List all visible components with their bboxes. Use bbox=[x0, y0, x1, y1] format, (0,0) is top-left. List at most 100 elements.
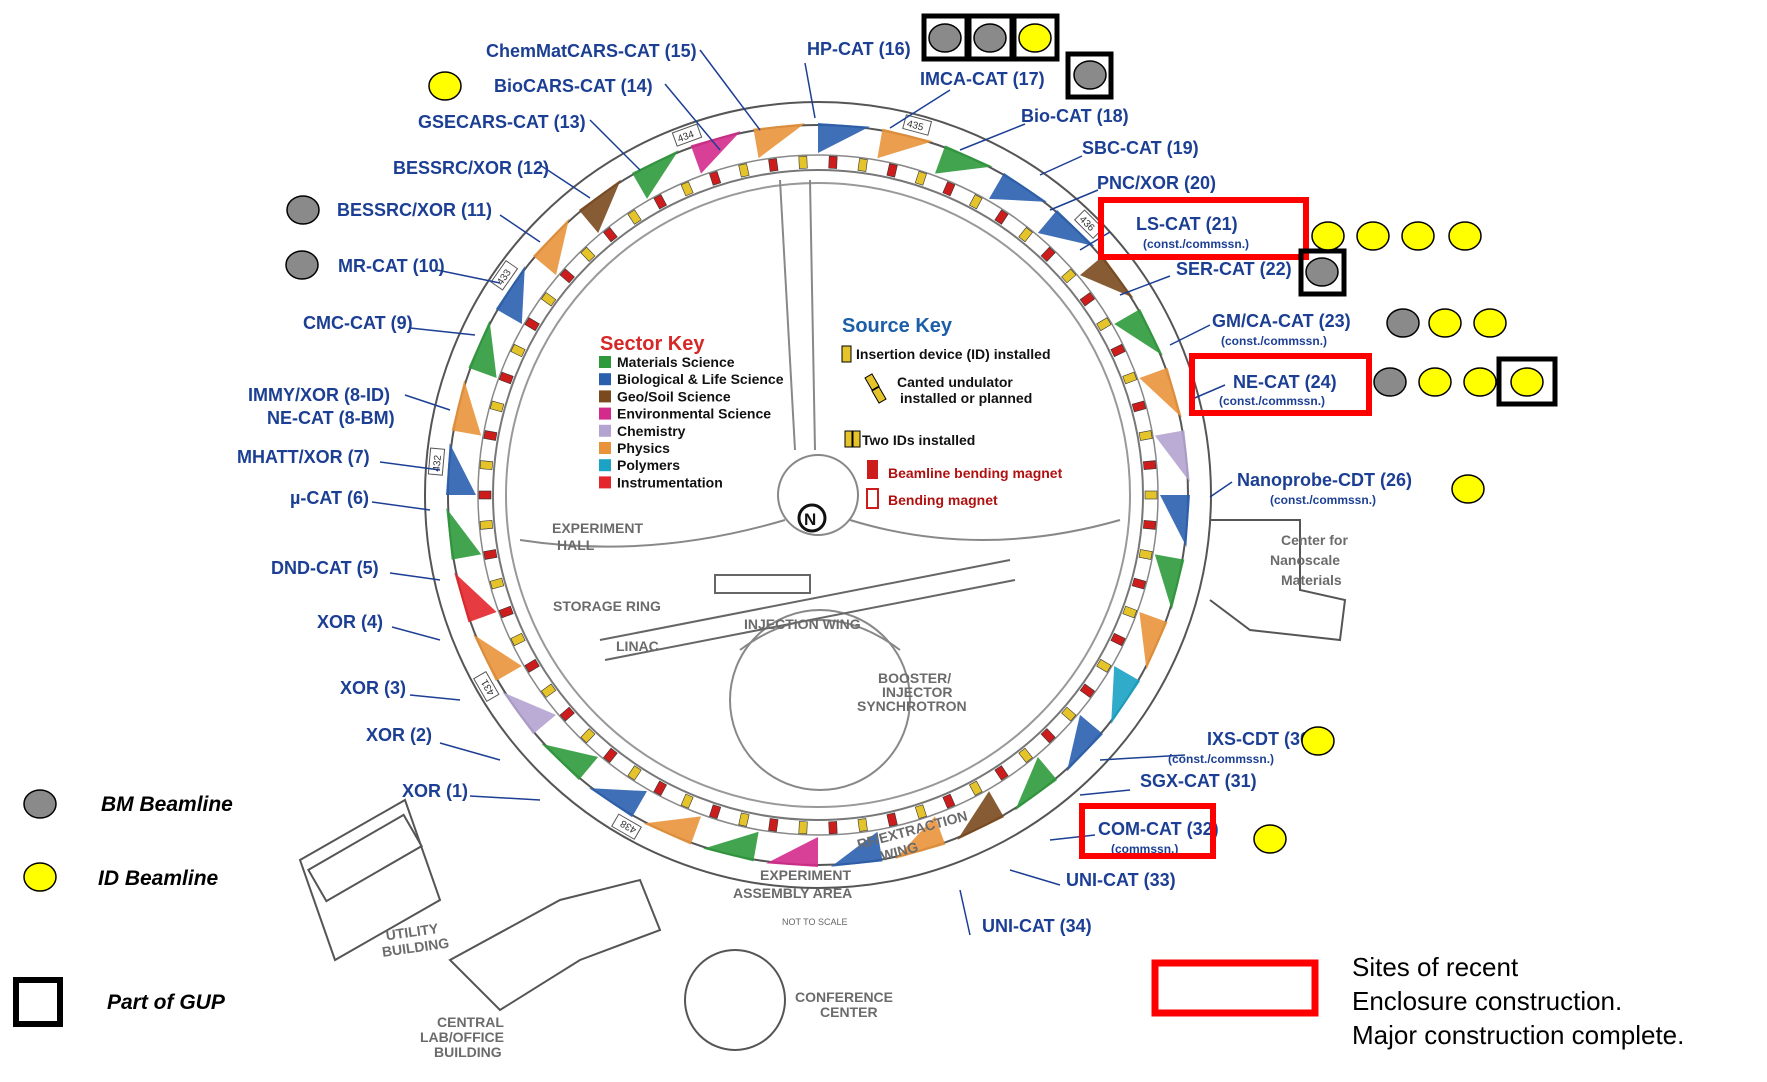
source-key-item-3: installed or planned bbox=[900, 390, 1032, 406]
note-line-1: Sites of recent bbox=[1352, 952, 1519, 982]
bm-legend-icon bbox=[23, 789, 57, 819]
label-necat8: NE-CAT (8-BM) bbox=[267, 408, 395, 428]
sector-key-swatch bbox=[599, 442, 611, 454]
label-xor1: XOR (1) bbox=[402, 781, 468, 801]
sector-wedge bbox=[643, 816, 702, 845]
label-mhatt: MHATT/XOR (7) bbox=[237, 447, 370, 467]
label-xor4: XOR (4) bbox=[317, 612, 383, 632]
id-beamline-marker bbox=[1451, 474, 1485, 504]
sector-key-swatch bbox=[599, 373, 611, 386]
conference-label-2: CENTER bbox=[820, 1004, 878, 1020]
central-label-1: CENTRAL bbox=[437, 1014, 504, 1030]
label-sgx: SGX-CAT (31) bbox=[1140, 771, 1257, 791]
insertion-device-marker bbox=[680, 793, 694, 809]
sector-key-item: Instrumentation bbox=[617, 474, 723, 490]
sector-wedge bbox=[895, 816, 946, 859]
cnm-line1: Center for bbox=[1281, 532, 1348, 548]
sector-wedge bbox=[541, 743, 599, 780]
id-beamline-marker bbox=[1463, 367, 1497, 397]
insertion-device-marker bbox=[857, 158, 868, 172]
sector-wedge bbox=[1079, 255, 1134, 298]
two-ids-icon bbox=[844, 430, 861, 448]
id-installed-icon bbox=[841, 345, 852, 363]
label-sbccat: SBC-CAT (19) bbox=[1082, 138, 1199, 158]
id-beamline-marker bbox=[1253, 824, 1287, 854]
label-comcat-sub: (commssn.) bbox=[1111, 842, 1178, 856]
sector-key-swatch bbox=[599, 476, 611, 489]
source-key-item-1: Insertion device (ID) installed bbox=[856, 346, 1051, 362]
not-to-scale-label: NOT TO SCALE bbox=[782, 917, 848, 927]
insertion-device-marker bbox=[914, 170, 927, 186]
bending-magnet-marker bbox=[653, 780, 667, 796]
north-arrow: N bbox=[797, 503, 827, 533]
experiment-hall-inner bbox=[492, 169, 1144, 821]
sector-key-item: Environmental Science bbox=[617, 406, 771, 422]
id-beamline-marker bbox=[1401, 221, 1435, 251]
sector-wedge bbox=[1015, 756, 1058, 811]
bm-beamline-marker bbox=[1073, 60, 1107, 90]
insertion-device-marker bbox=[798, 155, 808, 169]
linac-label: LINAC bbox=[616, 638, 659, 654]
source-key-item-4: Two IDs installed bbox=[862, 432, 975, 448]
gup-legend-icon bbox=[13, 977, 63, 1027]
insertion-device-marker bbox=[479, 460, 494, 470]
bending-magnet-marker bbox=[1131, 400, 1147, 413]
bending-magnet-marker bbox=[886, 163, 898, 178]
sector-key-swatch bbox=[599, 407, 611, 420]
construction-note-icon bbox=[1151, 959, 1319, 1017]
label-gsecars: GSECARS-CAT (13) bbox=[418, 112, 586, 132]
bending-magnet-icon bbox=[866, 488, 879, 509]
beamline-bending-magnet-icon bbox=[867, 460, 878, 479]
insertion-device-marker bbox=[969, 194, 983, 210]
bending-magnet-marker bbox=[709, 170, 722, 186]
assembly-label-1: EXPERIMENT bbox=[760, 867, 851, 883]
source-key-item-5: Beamline bending magnet bbox=[888, 465, 1063, 481]
note-line-3: Major construction complete. bbox=[1352, 1020, 1684, 1050]
source-key-item-2: Canted undulator bbox=[897, 374, 1013, 390]
insertion-device-marker bbox=[914, 804, 927, 820]
label-dndcat: DND-CAT (5) bbox=[271, 558, 379, 578]
construction-boxes bbox=[1079, 197, 1372, 859]
label-mrcat: MR-CAT (10) bbox=[338, 256, 445, 276]
bending-magnet-marker bbox=[478, 490, 492, 500]
experiment-hall-label-2: HALL bbox=[557, 537, 595, 553]
bending-magnet-marker bbox=[483, 549, 498, 560]
insertion-device-marker bbox=[738, 163, 750, 178]
sector-wedge bbox=[533, 218, 570, 276]
label-gmca: GM/CA-CAT (23) bbox=[1212, 311, 1351, 331]
bending-magnet-marker bbox=[828, 155, 838, 169]
storage-ring-label: STORAGE RING bbox=[553, 598, 661, 614]
sector-wedge bbox=[1139, 367, 1182, 418]
label-comcat: COM-CAT (32) bbox=[1098, 819, 1219, 839]
gup-legend-label: Part of GUP bbox=[107, 991, 226, 1014]
ring-number: 434 bbox=[676, 129, 696, 145]
sector-wedge bbox=[495, 265, 525, 324]
bending-magnet-marker bbox=[603, 747, 618, 763]
insertion-device-marker bbox=[1061, 268, 1077, 284]
insertion-device-marker bbox=[580, 246, 596, 262]
bending-magnet-marker bbox=[1079, 292, 1096, 307]
insertion-device-marker bbox=[1138, 549, 1153, 560]
necat24-construction-box bbox=[1189, 353, 1372, 416]
sector-key-item: Physics bbox=[617, 440, 670, 456]
sector-wedge bbox=[473, 634, 522, 681]
assembly-label-2: ASSEMBLY AREA bbox=[733, 885, 852, 901]
sector-wedge bbox=[468, 320, 497, 379]
bending-magnet-marker bbox=[603, 227, 618, 243]
booster-label-3: SYNCHROTRON bbox=[857, 698, 967, 714]
bending-magnet-marker bbox=[1110, 343, 1126, 358]
bending-magnet-marker bbox=[1040, 728, 1056, 744]
insertion-device-marker bbox=[1138, 430, 1153, 441]
sector-wedge bbox=[753, 123, 806, 159]
id-beamline-marker bbox=[1473, 308, 1507, 338]
label-xor2: XOR (2) bbox=[366, 725, 432, 745]
construction-note: Sites of recent Enclosure construction. … bbox=[1151, 952, 1684, 1050]
label-ixs: IXS-CDT (30) bbox=[1207, 729, 1316, 749]
insertion-device-marker bbox=[510, 343, 526, 358]
id-beamline-marker bbox=[1356, 221, 1390, 251]
injection-wing-label: INJECTION WING bbox=[744, 616, 861, 632]
sector-wedge bbox=[690, 131, 741, 174]
ring-number-tag bbox=[473, 671, 500, 702]
id-beamline-marker bbox=[1301, 726, 1335, 756]
